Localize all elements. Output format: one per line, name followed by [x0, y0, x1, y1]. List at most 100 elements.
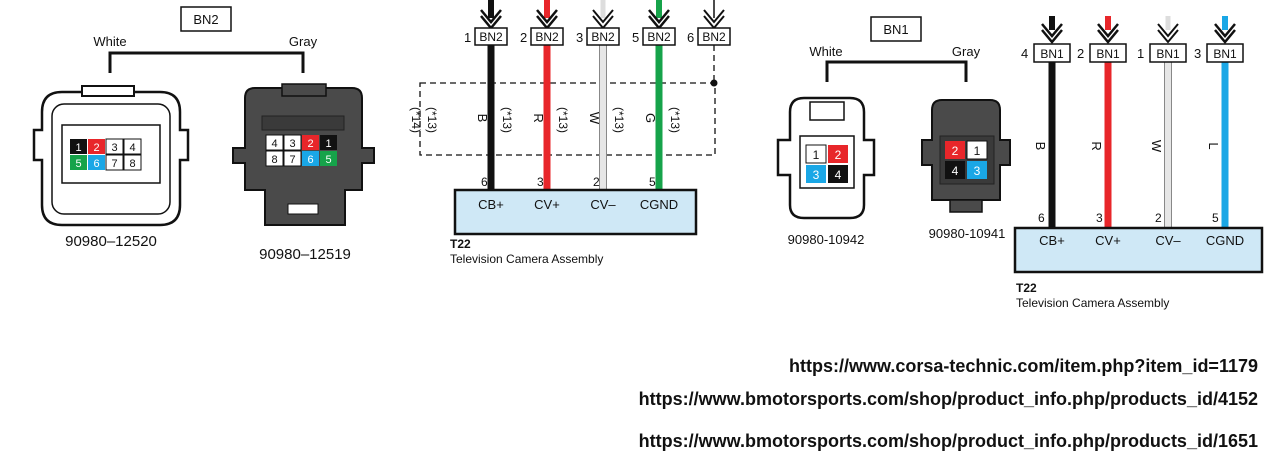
svg-text:4: 4 — [1021, 46, 1028, 61]
white-label: White — [93, 34, 126, 49]
arrow-down-icon — [592, 0, 614, 30]
pin-label: 3 — [111, 142, 117, 154]
link-bmotorsports-1651[interactable]: https://www.bmotorsports.com/shop/produc… — [638, 431, 1258, 451]
bn2-label-box — [180, 6, 232, 32]
part-number-10941: 90980-10941 — [929, 226, 1006, 241]
bn1-connector-group: BN1 White Gray 1 2 3 4 90980-10942 — [776, 16, 1011, 247]
signal-label: CV– — [590, 197, 616, 212]
signal-label: CV– — [1155, 233, 1181, 248]
terminal-number: 2 — [593, 175, 600, 189]
pin-label: 2 — [93, 142, 99, 154]
connector-tag: 6 BN2 — [687, 27, 731, 46]
wire-color-letter: G — [643, 113, 658, 123]
wire-color-letter: B — [1033, 142, 1048, 151]
bn2-wiring: (*14) (*13) 1 BN2 2 BN2 3 BN2 — [409, 0, 731, 266]
assembly-name: Television Camera Assembly — [450, 252, 603, 266]
wire-note: (*13) — [612, 107, 626, 133]
pin-label: 4 — [129, 142, 135, 154]
assembly-code: T22 — [1016, 281, 1037, 295]
pin-label: 6 — [307, 154, 313, 166]
connector-white-12520: 1 2 3 4 5 6 7 8 — [32, 85, 190, 227]
pin-label: 7 — [111, 158, 117, 170]
shield-dashed-box — [419, 82, 716, 156]
arrow-down-icon — [536, 0, 558, 30]
signal-label: CV+ — [1095, 233, 1121, 248]
bn1-wiring: 4 BN1 2 BN1 1 BN1 3 BN1 B R W L 6 3 2 5 … — [1013, 16, 1264, 310]
pin-label: 2 — [835, 148, 842, 162]
signal-label: CGND — [1206, 233, 1244, 248]
junction-dot — [710, 79, 718, 87]
pin-label: 4 — [952, 164, 959, 178]
pin-label: 2 — [307, 138, 313, 150]
svg-text:BN2: BN2 — [535, 30, 559, 44]
svg-text:BN1: BN1 — [1096, 47, 1120, 61]
svg-text:2: 2 — [520, 30, 527, 45]
terminal-number: 6 — [481, 175, 488, 189]
pin-label: 4 — [271, 138, 277, 150]
svg-text:5: 5 — [632, 30, 639, 45]
wire-color-letter: W — [587, 112, 602, 125]
pin-label: 2 — [952, 144, 959, 158]
pin-label: 3 — [813, 168, 820, 182]
camera-assembly-box — [453, 188, 698, 236]
pin-label: 3 — [289, 138, 295, 150]
pin-label: 6 — [93, 158, 99, 170]
assembly-name: Television Camera Assembly — [1016, 296, 1169, 310]
wire-color-letter: R — [531, 113, 546, 122]
side-note-13: (*13) — [425, 107, 439, 133]
terminal-number: 3 — [1096, 211, 1103, 225]
camera-assembly-box — [1013, 226, 1264, 274]
assembly-code: T22 — [450, 237, 471, 251]
bn1-bracket — [825, 60, 968, 82]
wire-note: (*13) — [500, 107, 514, 133]
connector-white-10942: 1 2 3 4 — [776, 96, 876, 220]
pin-label: 8 — [271, 154, 277, 166]
svg-text:BN2: BN2 — [702, 30, 726, 44]
svg-text:BN1: BN1 — [1040, 47, 1064, 61]
link-bmotorsports-4152[interactable]: https://www.bmotorsports.com/shop/produc… — [638, 389, 1258, 409]
connector-tag: 3 BN2 — [576, 27, 620, 46]
wire-note: (*13) — [668, 107, 682, 133]
svg-text:BN1: BN1 — [1156, 47, 1180, 61]
svg-text:BN2: BN2 — [591, 30, 615, 44]
pin-label: 8 — [129, 158, 135, 170]
svg-text:3: 3 — [1194, 46, 1201, 61]
connector-tag: 2 BN1 — [1077, 43, 1127, 63]
link-corsa-technic[interactable]: https://www.corsa-technic.com/item.php?i… — [789, 356, 1258, 376]
bn1-label: BN1 — [883, 22, 908, 37]
arrow-down-icon — [1214, 16, 1236, 44]
part-number-12519: 90980–12519 — [259, 246, 351, 263]
bn2-bracket — [108, 51, 305, 73]
connector-gray-10941: 2 1 4 3 — [921, 99, 1011, 213]
svg-text:BN1: BN1 — [1213, 47, 1237, 61]
svg-text:6: 6 — [687, 30, 694, 45]
bn2-connector-group: BN2 White Gray 1 2 3 4 5 6 7 8 9098 — [32, 6, 375, 263]
arrow-down-icon — [1097, 16, 1119, 44]
svg-text:1: 1 — [464, 30, 471, 45]
white-label: White — [809, 44, 842, 59]
wire-color-letter: R — [1089, 141, 1104, 150]
connector-tag: 3 BN1 — [1194, 43, 1244, 63]
signal-label: CV+ — [534, 197, 560, 212]
arrow-down-icon — [480, 0, 502, 30]
pin-label: 4 — [835, 168, 842, 182]
terminal-number: 5 — [649, 175, 656, 189]
wire-color-letter: W — [1149, 140, 1164, 153]
bn1-label-box — [870, 16, 922, 42]
pin-label: 1 — [974, 144, 981, 158]
arrow-down-icon — [648, 0, 670, 30]
signal-label: CB+ — [478, 197, 504, 212]
bn2-label: BN2 — [193, 12, 218, 27]
terminal-number: 6 — [1038, 211, 1045, 225]
pin-label: 5 — [325, 154, 331, 166]
connector-tag: 2 BN2 — [520, 27, 564, 46]
pin-label: 3 — [974, 164, 981, 178]
part-number-10942: 90980-10942 — [788, 232, 865, 247]
terminal-number: 5 — [1212, 211, 1219, 225]
signal-label: CGND — [640, 197, 678, 212]
wire-note: (*13) — [556, 107, 570, 133]
wire-color-letter: L — [1206, 142, 1221, 149]
connector-tag: 1 BN2 — [464, 27, 508, 46]
signal-label: CB+ — [1039, 233, 1065, 248]
